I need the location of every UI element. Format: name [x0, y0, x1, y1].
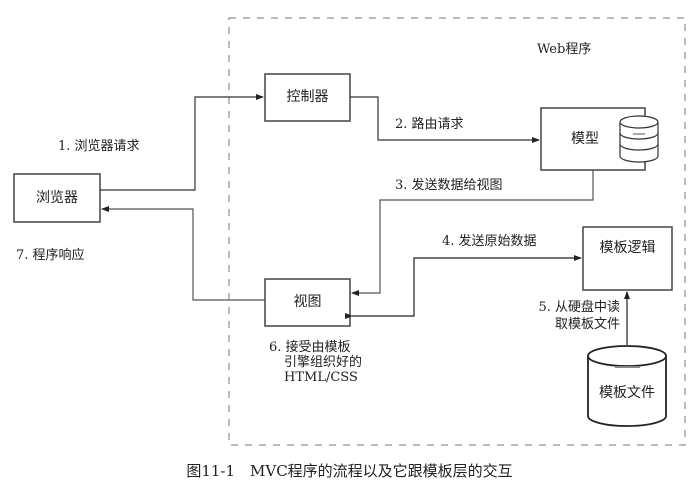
step6-label-line3: HTML/CSS [284, 370, 358, 385]
step5-label-line1: 5. 从硬盘中读 [538, 300, 620, 315]
edge-step7 [101, 206, 265, 301]
browser-box [13, 173, 101, 223]
step1-label: 1. 浏览器请求 [58, 139, 140, 154]
view-label: 视图 [293, 294, 322, 310]
web-app-label: Web程序 [537, 42, 592, 57]
database-icon [619, 115, 659, 163]
step6-label-line2: 引擎组织好的 [284, 355, 363, 370]
model-label: 模型 [571, 131, 599, 147]
step7-label: 7. 程序响应 [16, 248, 85, 263]
step6-label-line1: 6. 接受由模板 [269, 340, 351, 355]
template-files-cylinder [587, 345, 667, 427]
edge-step2 [350, 96, 540, 143]
step2-label: 2. 路由请求 [395, 117, 464, 132]
controller-box [264, 73, 351, 122]
view-box [264, 278, 351, 327]
step3-label: 3. 发送数据给视图 [395, 178, 503, 193]
web-app-boundary [228, 17, 686, 446]
figure-caption: 图11-1 MVC程序的流程以及它跟模板层的交互 [186, 462, 513, 480]
edge-step4-6 [345, 255, 582, 319]
edge-step1 [100, 94, 264, 191]
template-files-label: 模板文件 [599, 385, 655, 401]
controller-label: 控制器 [286, 89, 329, 105]
step4-label: 4. 发送原始数据 [442, 234, 537, 249]
template-logic-label: 模板逻辑 [599, 240, 656, 256]
template-logic-box [582, 226, 673, 291]
browser-label: 浏览器 [36, 190, 78, 206]
step5-label-line2: 取模板文件 [554, 317, 620, 332]
